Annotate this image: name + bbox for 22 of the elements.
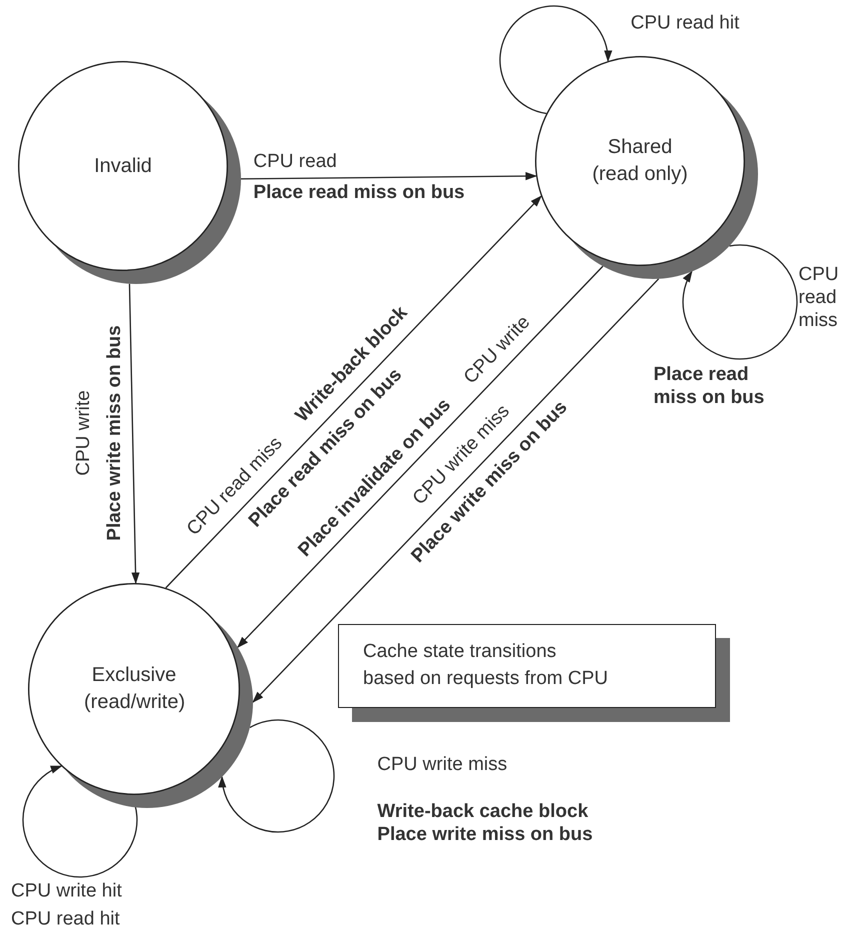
self-loop-arrow — [218, 719, 335, 833]
self-loop-arrow — [682, 244, 798, 360]
state-name: Invalid — [94, 154, 152, 178]
edge-label: CPU write miss Write-back cache block Place write miss on bus — [377, 754, 593, 846]
self-loop-arrow — [22, 766, 138, 878]
state-name: Shared (read only) — [591, 135, 689, 187]
edge-label: CPU read Place read miss on bus — [253, 150, 465, 204]
transition-arrow — [165, 195, 542, 588]
state-name: Exclusive (read/write) — [84, 663, 184, 715]
transition-arrow — [236, 266, 604, 648]
edge-label: CPU write hit CPU read hit — [11, 879, 123, 931]
self-loop-arrow — [499, 5, 612, 114]
edge-label: CPU read hit — [630, 12, 740, 36]
state-circle — [28, 583, 254, 809]
transition-arrow — [252, 278, 660, 703]
transition-arrow — [241, 172, 538, 180]
transition-arrow — [128, 284, 140, 584]
state-circle — [18, 61, 242, 285]
edge-label: CPU read miss Place read miss on bus — [654, 264, 840, 410]
note-text: Cache state transitions based on requests from CPU — [363, 640, 610, 691]
edge-label: CPU write Place write miss on bus — [72, 326, 126, 542]
state-circle — [535, 56, 759, 280]
